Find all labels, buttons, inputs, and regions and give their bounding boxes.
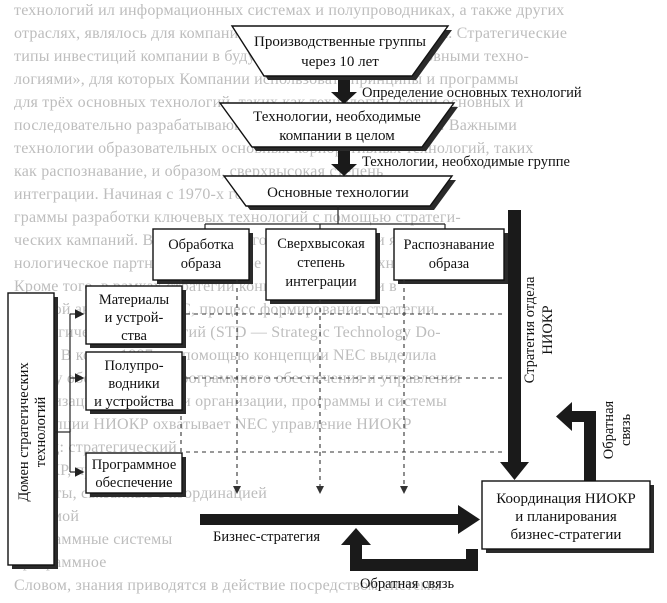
feedback-right-label-2: связь <box>618 414 634 446</box>
company-tech-label-2: компании в целом <box>279 128 395 144</box>
rnd-strategy-arrowhead <box>500 462 529 480</box>
feedback-right-label-1: Обратная <box>601 400 617 459</box>
core-tech-box <box>222 175 454 207</box>
feedback-right-arrow <box>556 402 572 431</box>
ultra-integration-label-2: степень <box>297 255 345 271</box>
image-processing-label-2: образа <box>181 256 222 272</box>
coordination-label-2: и планирования <box>515 509 617 525</box>
ultra-integration-box <box>265 228 377 301</box>
strategic-domain-box <box>7 292 55 566</box>
materials-label-2: и устрой- <box>105 310 164 326</box>
semiconductors-label-3: и устройства <box>94 394 174 410</box>
image-processing-box <box>152 228 250 281</box>
production-groups-box <box>230 25 450 77</box>
production-groups-label-2: через 10 лет <box>301 54 379 70</box>
coordination-label-3: бизнес-стратегии <box>511 527 622 543</box>
semiconductors-label-1: Полупро- <box>104 358 163 374</box>
rnd-strategy-label-2: НИОКР <box>540 305 556 354</box>
coordination-label-1: Координация НИОКР <box>496 491 635 507</box>
core-tech-label: Основные технологии <box>267 185 409 201</box>
business-strategy-bar <box>200 514 462 525</box>
semiconductors-box <box>85 351 183 411</box>
feedback-bottom-label: Обратная связь <box>360 576 454 592</box>
arrow-down-2 <box>331 164 357 176</box>
strategic-domain-label-2: технологий <box>33 396 49 467</box>
image-recognition-box <box>393 228 505 281</box>
arrow-down-1 <box>331 92 357 104</box>
materials-box <box>85 285 183 345</box>
bleed-through-line: нологическое партнёрство, которое обеспе… <box>14 255 517 272</box>
semiconductors-label-2: водники <box>108 376 160 392</box>
image-recognition-label-1: Распознавание <box>404 237 495 253</box>
group-tech-label: Технологии, необходимые группе <box>362 154 570 170</box>
strategic-domain-label-1: Домен стратегических <box>16 362 32 502</box>
software-label-2: обеспечение <box>95 475 172 491</box>
software-box <box>85 452 183 494</box>
company-tech-box <box>218 102 456 148</box>
coordination-box <box>481 480 651 550</box>
rnd-strategy-bar <box>508 210 521 468</box>
image-recognition-label-2: образа <box>429 256 470 272</box>
bleed-through-line: технологий ил информационных системах и … <box>14 2 565 19</box>
business-strategy-label: Бизнес-стратегия <box>213 529 320 545</box>
bleed-through-line: граммы разработки ключевых технологий с … <box>14 209 461 226</box>
production-groups-label-1: Производственные группы <box>254 34 426 50</box>
bleed-through-line: Словом, знания приводятся в действие пос… <box>14 577 442 594</box>
software-label-1: Программное <box>92 457 177 473</box>
bleed-through-line: концепции НИОКР охватывает NEC управлени… <box>14 416 412 433</box>
rnd-strategy-label-1: Стратегия отдела <box>522 276 538 383</box>
image-processing-label-1: Обработка <box>168 237 234 253</box>
materials-label-1: Материалы <box>99 292 170 308</box>
define-core-label: Определение основных технологий <box>362 85 582 101</box>
ultra-integration-label-1: Сверхвысокая <box>277 236 365 252</box>
feedback-bottom-arrow <box>341 528 371 545</box>
materials-label-3: ства <box>121 328 147 344</box>
business-strategy-arrowhead <box>458 505 480 534</box>
ultra-integration-label-3: интеграции <box>285 274 356 290</box>
company-tech-label-1: Технологии, необходимые <box>253 109 421 125</box>
